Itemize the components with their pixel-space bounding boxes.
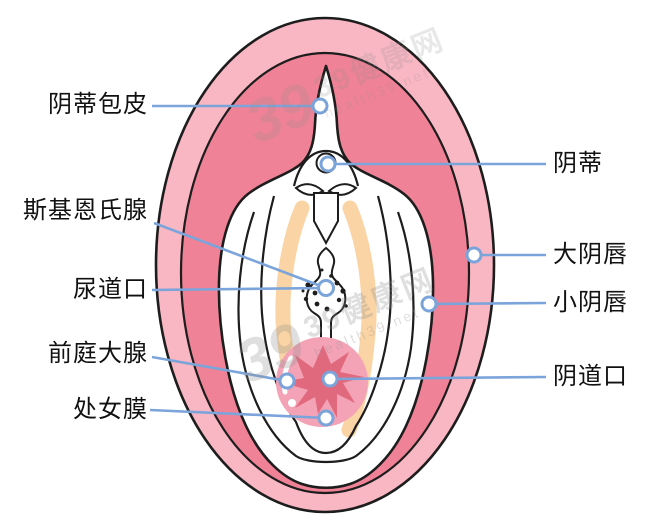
label-vaginal-opening: 阴道口 [553, 363, 628, 390]
label-skene-gland: 斯基恩氏腺 [23, 197, 148, 224]
callout-dot-vaginal-opening [321, 370, 339, 388]
callout-line-urethral-opening [151, 286, 327, 292]
callout-line-hymen [149, 408, 327, 420]
callout-dot-labia-majora [465, 246, 483, 264]
label-urethral-opening: 尿道口 [73, 276, 148, 303]
callout-dots [278, 97, 483, 427]
callout-dot-clitoris [319, 155, 337, 173]
callout-dot-bartholin-gland [278, 372, 296, 390]
label-clitoral-hood: 阴蒂包皮 [48, 91, 148, 118]
callout-dot-labia-minora [420, 295, 438, 313]
callout-dot-hymen [317, 409, 335, 427]
callout-dot-urethral-opening [317, 279, 335, 297]
vaginal-opening-highlight-dot [288, 399, 296, 407]
callout-line-skene-gland [153, 221, 327, 290]
callout-dot-clitoral-hood [311, 97, 329, 115]
callout-lines [149, 104, 547, 420]
skene-gland-dots [301, 268, 348, 312]
labia-minora-outer-fold [237, 211, 415, 464]
callout-line-labia-minora [428, 301, 547, 306]
label-labia-minora: 小阴唇 [553, 289, 628, 316]
clitoral-body [313, 192, 339, 246]
label-clitoris: 阴蒂 [553, 150, 603, 177]
callout-line-bartholin-gland [151, 355, 288, 383]
label-hymen: 处女膜 [73, 396, 148, 423]
label-bartholin-gland: 前庭大腺 [48, 340, 148, 367]
labia-minora-inner-fold [260, 195, 392, 455]
callout-line-vaginal-opening [329, 375, 547, 381]
label-labia-majora: 大阴唇 [553, 241, 628, 268]
